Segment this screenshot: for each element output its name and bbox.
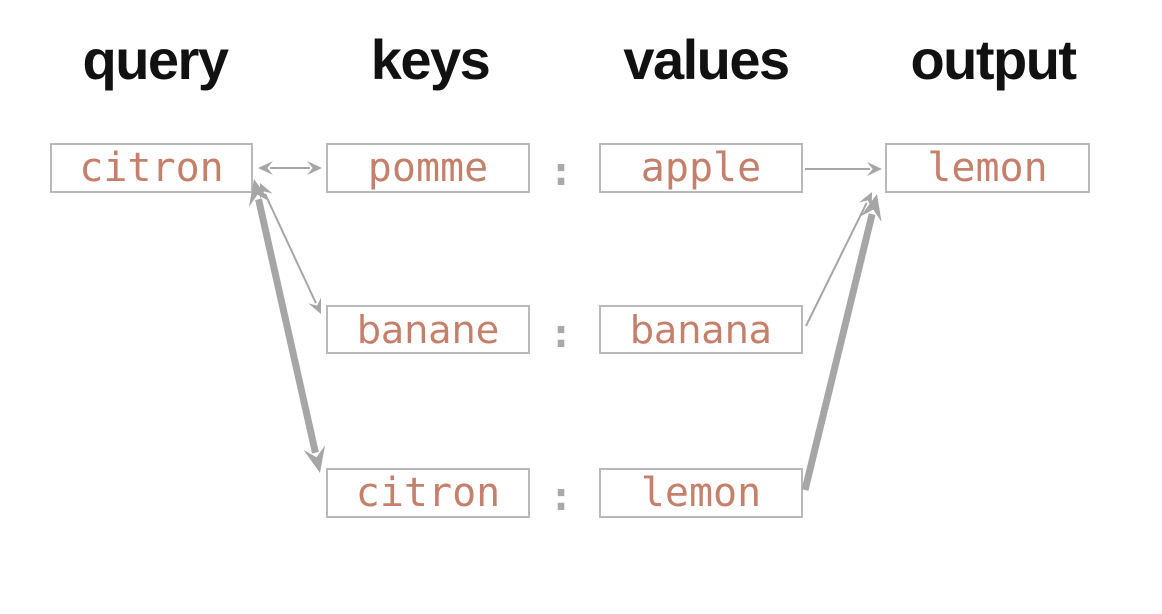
column-header-keys: keys (370, 28, 491, 91)
column-header-values: values (623, 28, 790, 91)
key-value-colon: : (548, 149, 574, 195)
node-box-value-apple: apple (599, 143, 803, 193)
node-box-value-banana: banana (599, 305, 803, 354)
node-box-output-lemon: lemon (885, 143, 1090, 193)
column-header-output: output (910, 28, 1077, 91)
column-header-query: query (82, 28, 230, 91)
key-value-colon: : (548, 474, 574, 520)
node-box-key-citron: citron (326, 468, 530, 518)
node-box-key-pomme: pomme (326, 143, 530, 193)
key-value-colon: : (548, 311, 574, 357)
node-box-query-citron: citron (50, 143, 253, 193)
node-box-key-banane: banane (326, 305, 530, 354)
node-box-value-lemon: lemon (599, 468, 803, 518)
